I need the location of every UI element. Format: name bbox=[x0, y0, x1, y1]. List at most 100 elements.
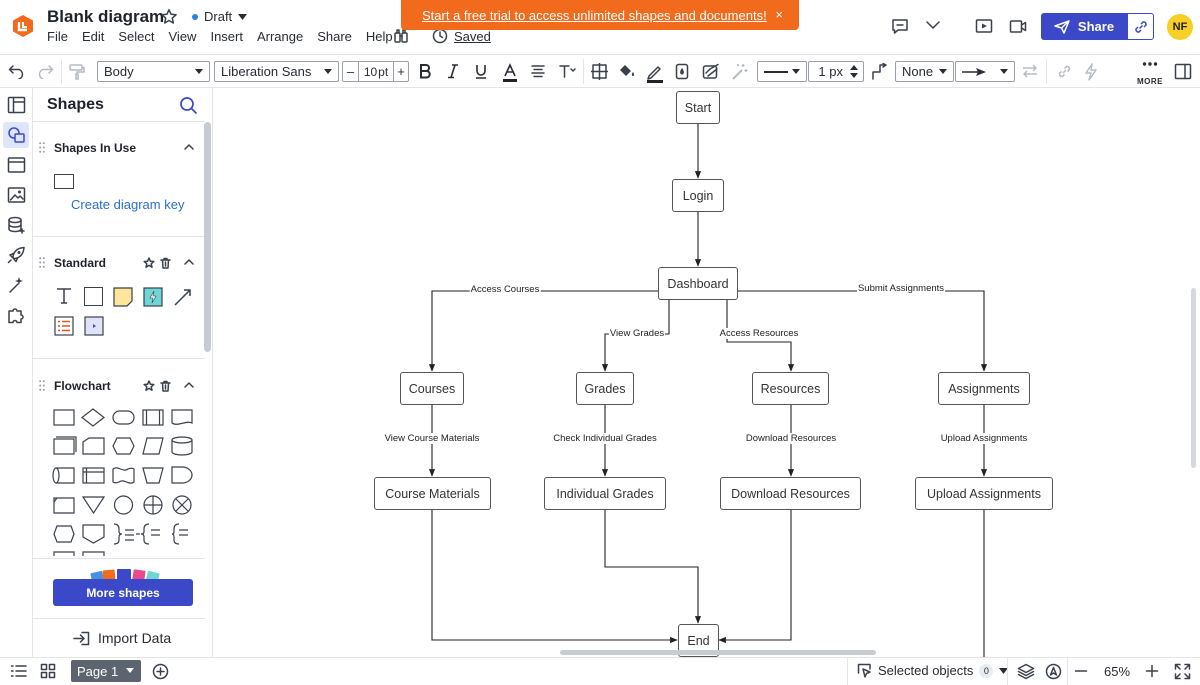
trial-banner-link[interactable]: Start a free trial to access unlimited s… bbox=[422, 7, 767, 23]
horizontal-scrollbar[interactable] bbox=[560, 650, 876, 655]
node-course-materials[interactable]: Course Materials bbox=[374, 477, 491, 510]
panel-scrollbar[interactable] bbox=[204, 122, 211, 352]
video-icon[interactable] bbox=[1009, 19, 1027, 34]
shape-style-icon[interactable] bbox=[702, 63, 720, 80]
share-button[interactable]: Share bbox=[1041, 13, 1127, 40]
undo-icon[interactable] bbox=[8, 63, 26, 79]
section-flowchart[interactable]: Flowchart bbox=[33, 373, 205, 399]
text-style-select[interactable]: Body bbox=[97, 61, 210, 82]
add-page-icon[interactable] bbox=[152, 663, 169, 680]
import-data-button[interactable]: Import Data bbox=[73, 630, 171, 646]
shape-list[interactable] bbox=[54, 316, 74, 336]
section-standard[interactable]: Standard bbox=[33, 250, 205, 276]
menu-edit[interactable]: Edit bbox=[81, 29, 105, 44]
diagram-canvas[interactable]: Access Courses View Grades Access Resour… bbox=[213, 88, 1200, 657]
line-width-stepper[interactable]: 1 px bbox=[808, 61, 864, 82]
feature-find-icon[interactable] bbox=[393, 28, 409, 44]
menu-view[interactable]: View bbox=[168, 29, 197, 44]
fill-color-icon[interactable] bbox=[618, 63, 636, 80]
fullscreen-icon[interactable] bbox=[1174, 663, 1191, 680]
page-grid-icon[interactable] bbox=[40, 663, 56, 679]
trash-icon[interactable] bbox=[160, 257, 171, 269]
edge-label[interactable]: View Grades bbox=[608, 328, 666, 339]
chevron-up-icon[interactable] bbox=[184, 144, 194, 150]
edge-label[interactable]: View Course Materials bbox=[383, 433, 481, 444]
edge-label[interactable]: Access Resources bbox=[718, 328, 800, 339]
edge-label[interactable]: Submit Assignments bbox=[856, 283, 946, 294]
menu-file[interactable]: File bbox=[47, 29, 68, 44]
font-size-increase[interactable]: + bbox=[393, 62, 408, 81]
rocket-icon[interactable] bbox=[7, 246, 26, 264]
node-login[interactable]: Login bbox=[672, 179, 724, 212]
chevron-down-icon[interactable] bbox=[926, 21, 940, 30]
create-diagram-key-link[interactable]: Create diagram key bbox=[71, 197, 185, 212]
user-avatar[interactable]: NF bbox=[1167, 14, 1193, 40]
star-icon[interactable] bbox=[143, 380, 155, 392]
magic-wand-icon[interactable] bbox=[731, 63, 749, 81]
font-size-stepper[interactable]: – 10pt + bbox=[342, 61, 409, 82]
chevron-up-icon[interactable] bbox=[184, 382, 194, 388]
document-title[interactable]: Blank diagram bbox=[47, 7, 165, 26]
draft-status[interactable]: Draft bbox=[192, 9, 248, 24]
section-shapes-in-use[interactable]: Shapes In Use bbox=[33, 135, 205, 161]
more-label[interactable]: MORE bbox=[1137, 77, 1163, 86]
drag-grip-icon[interactable] bbox=[39, 257, 45, 268]
node-download-resources[interactable]: Download Resources bbox=[720, 477, 861, 510]
chevron-up-icon[interactable] bbox=[184, 259, 194, 265]
menu-select[interactable]: Select bbox=[118, 29, 155, 44]
node-assignments[interactable]: Assignments bbox=[938, 372, 1030, 405]
page-tab[interactable]: Page 1 bbox=[71, 660, 141, 682]
font-size-value[interactable]: 10pt bbox=[363, 64, 389, 79]
ai-sparkle-icon[interactable] bbox=[7, 276, 26, 294]
node-start[interactable]: Start bbox=[676, 91, 720, 124]
menu-share[interactable]: Share bbox=[317, 29, 352, 44]
flowchart-shapes[interactable] bbox=[51, 406, 197, 556]
edge-label[interactable]: Check Individual Grades bbox=[552, 433, 658, 444]
line-start-select[interactable]: None bbox=[895, 61, 954, 82]
stepper-arrows-icon[interactable] bbox=[850, 65, 858, 78]
navigate-compass-icon[interactable] bbox=[1045, 663, 1062, 680]
menu-help[interactable]: Help bbox=[365, 29, 393, 44]
present-icon[interactable] bbox=[975, 18, 993, 35]
connector-type-icon[interactable] bbox=[871, 63, 888, 80]
more-shapes-button[interactable]: More shapes bbox=[53, 579, 193, 606]
more-dots-icon[interactable] bbox=[1142, 61, 1158, 67]
integrations-puzzle-icon[interactable] bbox=[7, 306, 26, 324]
zoom-level[interactable]: 65% bbox=[1104, 664, 1131, 679]
vertical-scrollbar[interactable] bbox=[1191, 288, 1196, 468]
shape-block[interactable] bbox=[84, 287, 103, 306]
chevron-down-icon[interactable] bbox=[126, 668, 134, 673]
italic-icon[interactable] bbox=[446, 63, 460, 79]
bold-icon[interactable] bbox=[418, 63, 432, 79]
copy-link-button[interactable] bbox=[1127, 13, 1154, 40]
star-icon[interactable] bbox=[160, 8, 178, 26]
search-icon[interactable] bbox=[179, 96, 198, 115]
node-upload-assignments[interactable]: Upload Assignments bbox=[915, 477, 1053, 510]
underline-icon[interactable] bbox=[474, 63, 488, 79]
image-icon[interactable] bbox=[7, 186, 26, 204]
redo-icon[interactable] bbox=[36, 63, 54, 79]
text-color-icon[interactable] bbox=[502, 63, 518, 83]
comment-icon[interactable] bbox=[891, 18, 909, 35]
edge-label[interactable]: Download Resources bbox=[744, 433, 838, 444]
node-individual-grades[interactable]: Individual Grades bbox=[544, 477, 666, 510]
node-courses[interactable]: Courses bbox=[400, 372, 464, 405]
data-icon[interactable] bbox=[7, 216, 26, 234]
font-family-select[interactable]: Liberation Sans bbox=[214, 61, 339, 82]
node-dashboard[interactable]: Dashboard bbox=[658, 267, 738, 300]
opacity-icon[interactable] bbox=[675, 63, 689, 80]
swap-arrows-icon[interactable] bbox=[1021, 63, 1039, 79]
shape-line[interactable] bbox=[173, 287, 193, 307]
menu-arrange[interactable]: Arrange bbox=[256, 29, 304, 44]
text-options-icon[interactable] bbox=[558, 63, 576, 79]
shapes-panel-icon[interactable] bbox=[7, 126, 26, 144]
saved-status[interactable]: Saved bbox=[432, 28, 491, 44]
pages-panel-icon[interactable] bbox=[7, 96, 26, 114]
font-size-decrease[interactable]: – bbox=[343, 62, 359, 81]
lightning-icon[interactable] bbox=[1084, 63, 1098, 81]
trash-icon[interactable] bbox=[160, 380, 171, 392]
edge-label[interactable]: Upload Assignments bbox=[939, 433, 1029, 444]
line-style-select[interactable] bbox=[757, 61, 807, 82]
node-resources[interactable]: Resources bbox=[752, 372, 829, 405]
banner-close-icon[interactable]: × bbox=[775, 7, 783, 22]
